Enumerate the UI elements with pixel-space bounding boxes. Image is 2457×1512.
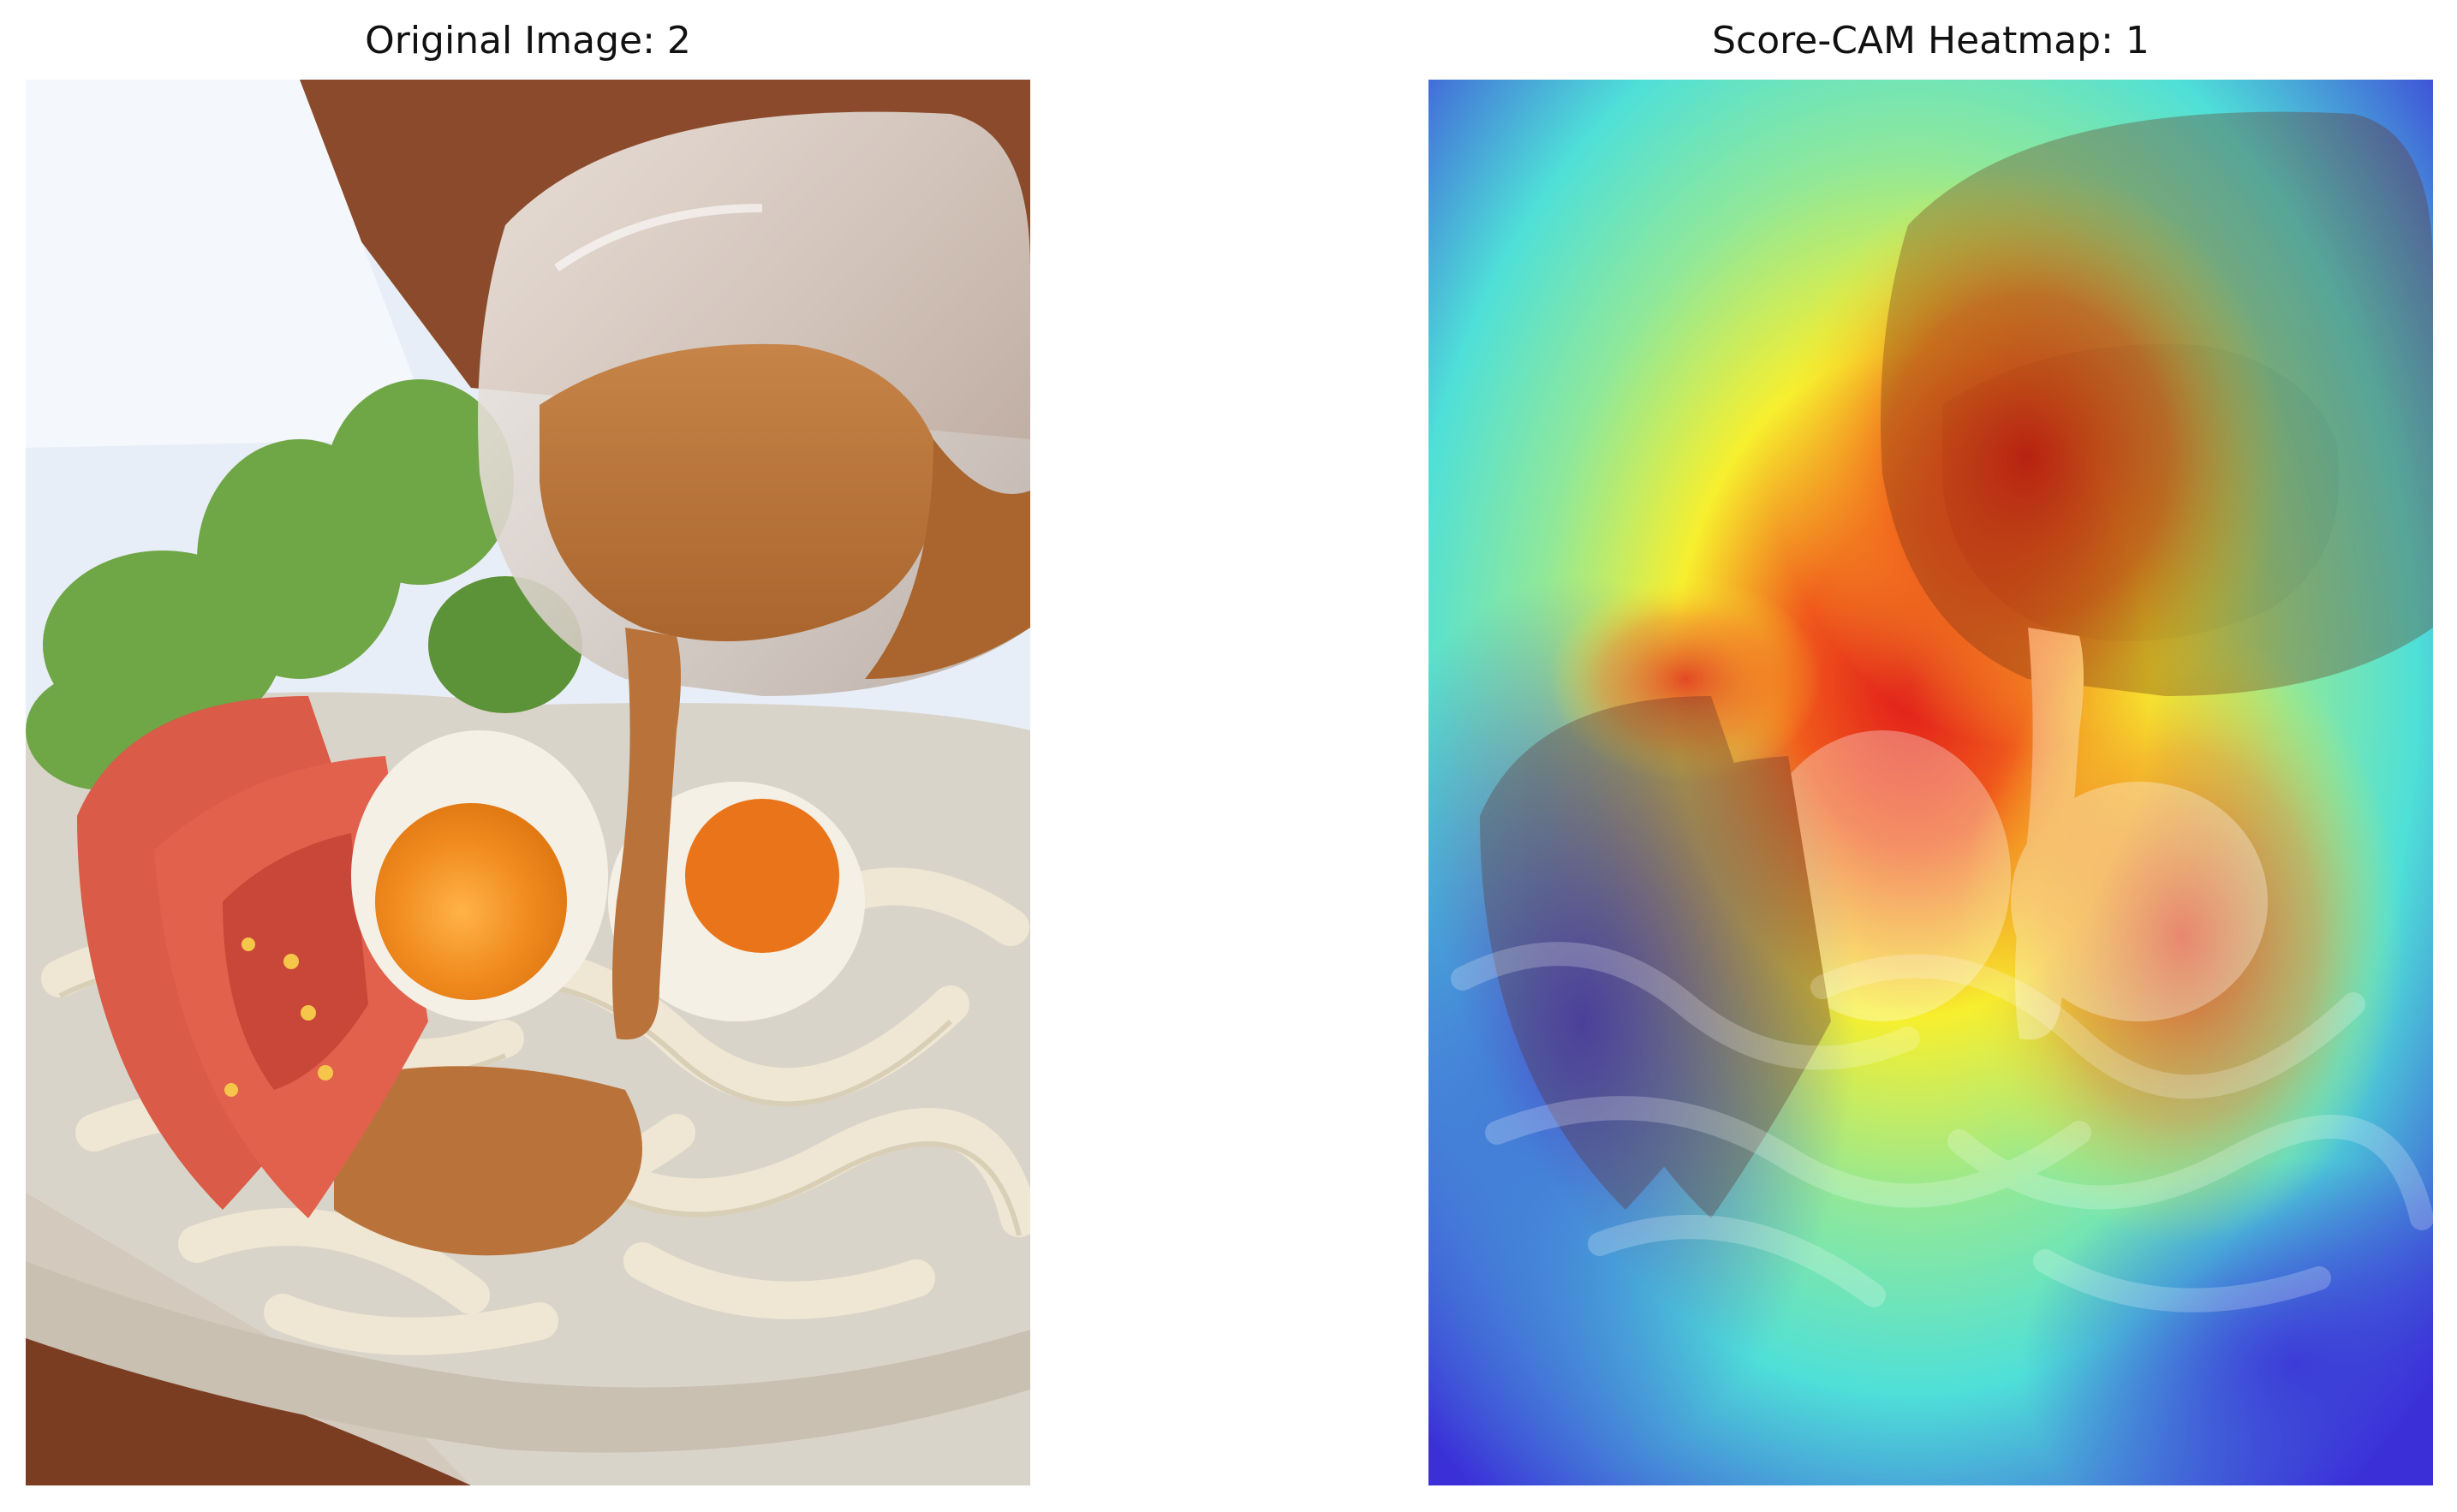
boiled-egg [351, 730, 865, 1021]
original-image-panel [26, 80, 1030, 1485]
scorecam-heatmap-overlay [1428, 80, 2433, 1485]
dressing-stream [612, 628, 681, 1040]
dressing-pool [334, 1066, 642, 1256]
original-image-title: Original Image: 2 [365, 19, 691, 63]
lettuce [26, 379, 582, 790]
original-food-photo [26, 80, 1030, 1485]
scorecam-heatmap-title: Score-CAM Heatmap: 1 [1712, 19, 2150, 63]
scorecam-heatmap-panel [1428, 80, 2433, 1485]
